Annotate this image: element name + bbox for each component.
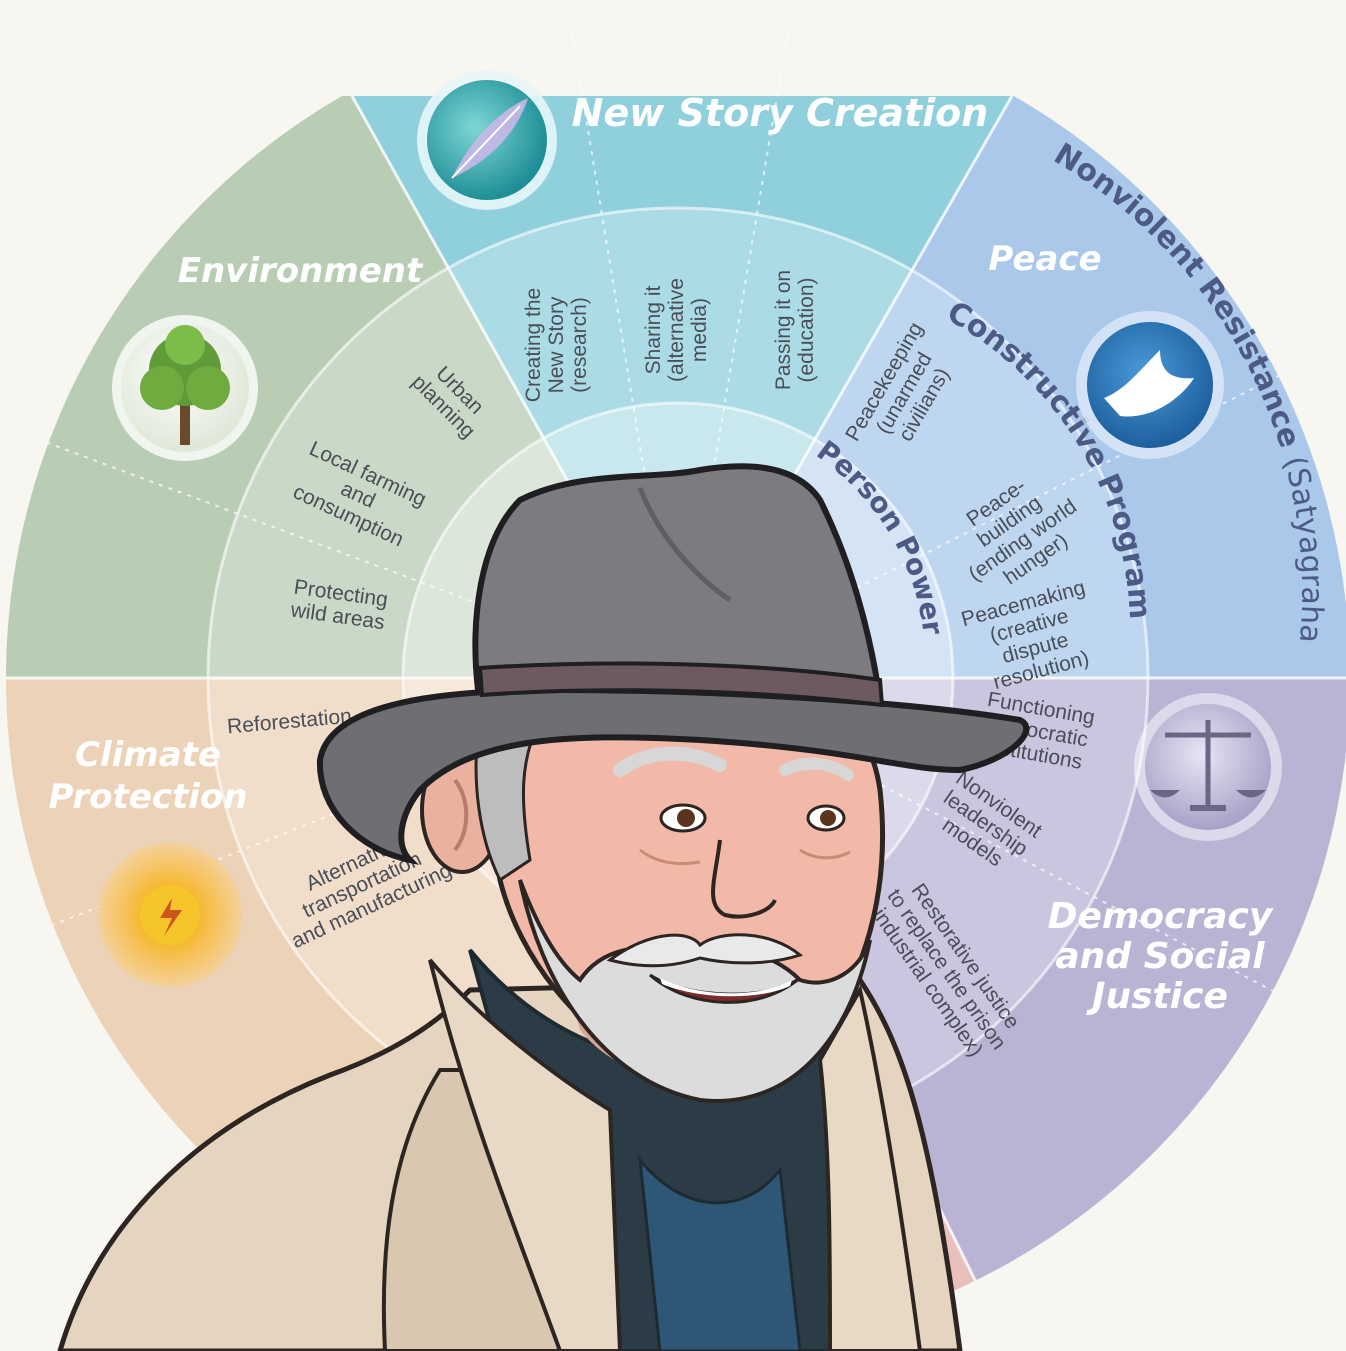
new-story-item-2-line-2: (alternative: [665, 278, 688, 382]
democracy-title-line-1: Democracy: [1048, 896, 1274, 937]
new-story-item-1: Creating theNew Story(research): [522, 288, 591, 402]
new-story-item-2-line-3: media): [688, 298, 711, 362]
new-story-sector: [352, 96, 1012, 678]
feather-icon: [417, 70, 557, 210]
dove-icon: [1076, 311, 1224, 459]
new-story-title: New Story Creation: [572, 91, 989, 135]
new-story-item-3: Passing it on(education): [772, 270, 818, 390]
scales-icon: [1134, 693, 1282, 841]
new-story-item-2: Sharing it(alternativemedia): [642, 278, 711, 382]
cartoon-man-portrait: [57, 463, 1030, 1351]
new-story-item-3-line-1: Passing it on: [772, 270, 795, 390]
new-story-item-2-line-1: Sharing it: [642, 285, 665, 374]
new-story-item-1-line-2: New Story: [545, 296, 568, 393]
climate-title-line-2: Protection: [49, 777, 248, 817]
democracy-title-line-3: Justice: [1086, 976, 1228, 1017]
new-story-item-1-line-3: (research): [568, 297, 591, 393]
democracy-title-line-2: and Social: [1055, 936, 1265, 977]
climate-title-line-1: Climate: [75, 735, 221, 775]
new-story-item-3-line-2: (education): [795, 277, 818, 382]
peace-sector: [678, 96, 1346, 678]
environment-title: Environment: [178, 251, 424, 291]
peace-title: Peace: [988, 239, 1101, 279]
sun-icon: [98, 843, 242, 987]
new-story-items: Creating theNew Story(research) Sharing i…: [522, 270, 818, 402]
tree-icon: [112, 315, 258, 461]
new-story-item-1-line-1: Creating the: [522, 288, 545, 402]
